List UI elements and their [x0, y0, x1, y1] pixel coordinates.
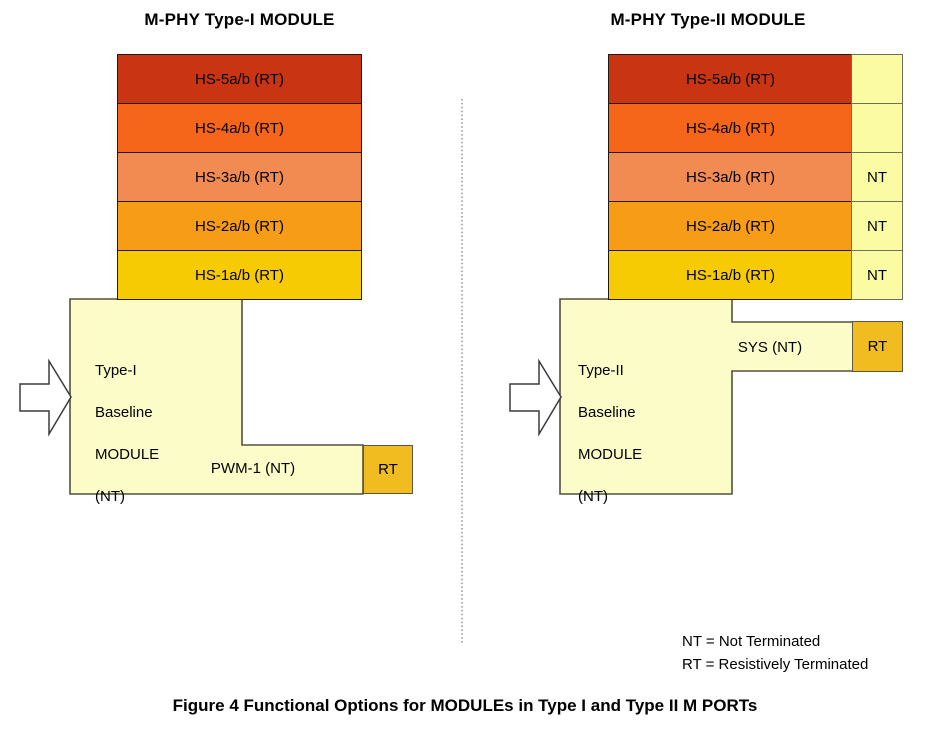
- type2-gear-hs3: HS-3a/b (RT): [608, 152, 853, 202]
- type2-side-cell-hs1: NT: [851, 250, 903, 300]
- type1-gear-hs4: HS-4a/b (RT): [117, 103, 362, 153]
- type2-gear-hs1: HS-1a/b (RT): [608, 250, 853, 300]
- type1-gear-hs3: HS-3a/b (RT): [117, 152, 362, 202]
- type1-baseline-line4: (NT): [95, 488, 125, 505]
- type1-baseline-line1: Type-I: [95, 362, 137, 379]
- type1-pwm-rt-box: RT: [363, 445, 413, 494]
- type1-input-arrow-icon: [19, 358, 72, 437]
- type1-module-title: M-PHY Type-I MODULE: [144, 10, 335, 29]
- type1-pwm-label: PWM-1 (NT): [210, 460, 296, 477]
- type2-side-cell-hs2: NT: [851, 201, 903, 251]
- type2-sys-rt-box: RT: [852, 321, 903, 372]
- type2-baseline-line2: Baseline: [578, 404, 636, 421]
- type2-sys-label: SYS (NT): [737, 339, 803, 356]
- type1-gear-hs5: HS-5a/b (RT): [117, 54, 362, 104]
- legend-nt-line: NT = Not Terminated: [682, 633, 821, 650]
- type2-input-arrow-icon: [509, 358, 562, 437]
- type2-side-cell-hs5: [851, 54, 903, 104]
- type1-baseline-line3: MODULE: [95, 446, 160, 463]
- type2-side-cell-hs4: [851, 103, 903, 153]
- type2-baseline-line4: (NT): [578, 488, 608, 505]
- legend-rt-line: RT = Resistively Terminated: [682, 656, 869, 673]
- type2-gear-hs2: HS-2a/b (RT): [608, 201, 853, 251]
- type2-baseline-label: Type-II Baseline MODULE (NT): [578, 360, 642, 507]
- type2-gear-hs5: HS-5a/b (RT): [608, 54, 853, 104]
- type1-baseline-label: Type-I Baseline MODULE (NT): [95, 360, 159, 507]
- type2-baseline-line1: Type-II: [578, 362, 624, 379]
- type2-baseline-line3: MODULE: [578, 446, 643, 463]
- type2-module-title: M-PHY Type-II MODULE: [610, 10, 806, 29]
- type2-side-cell-hs3: NT: [851, 152, 903, 202]
- type2-gear-hs4: HS-4a/b (RT): [608, 103, 853, 153]
- type1-gear-hs2: HS-2a/b (RT): [117, 201, 362, 251]
- type1-gear-hs1: HS-1a/b (RT): [117, 250, 362, 300]
- figure-caption: Figure 4 Functional Options for MODULEs …: [172, 696, 758, 715]
- termination-legend: NT = Not Terminated RT = Resistively Ter…: [682, 630, 868, 676]
- type1-baseline-line2: Baseline: [95, 404, 153, 421]
